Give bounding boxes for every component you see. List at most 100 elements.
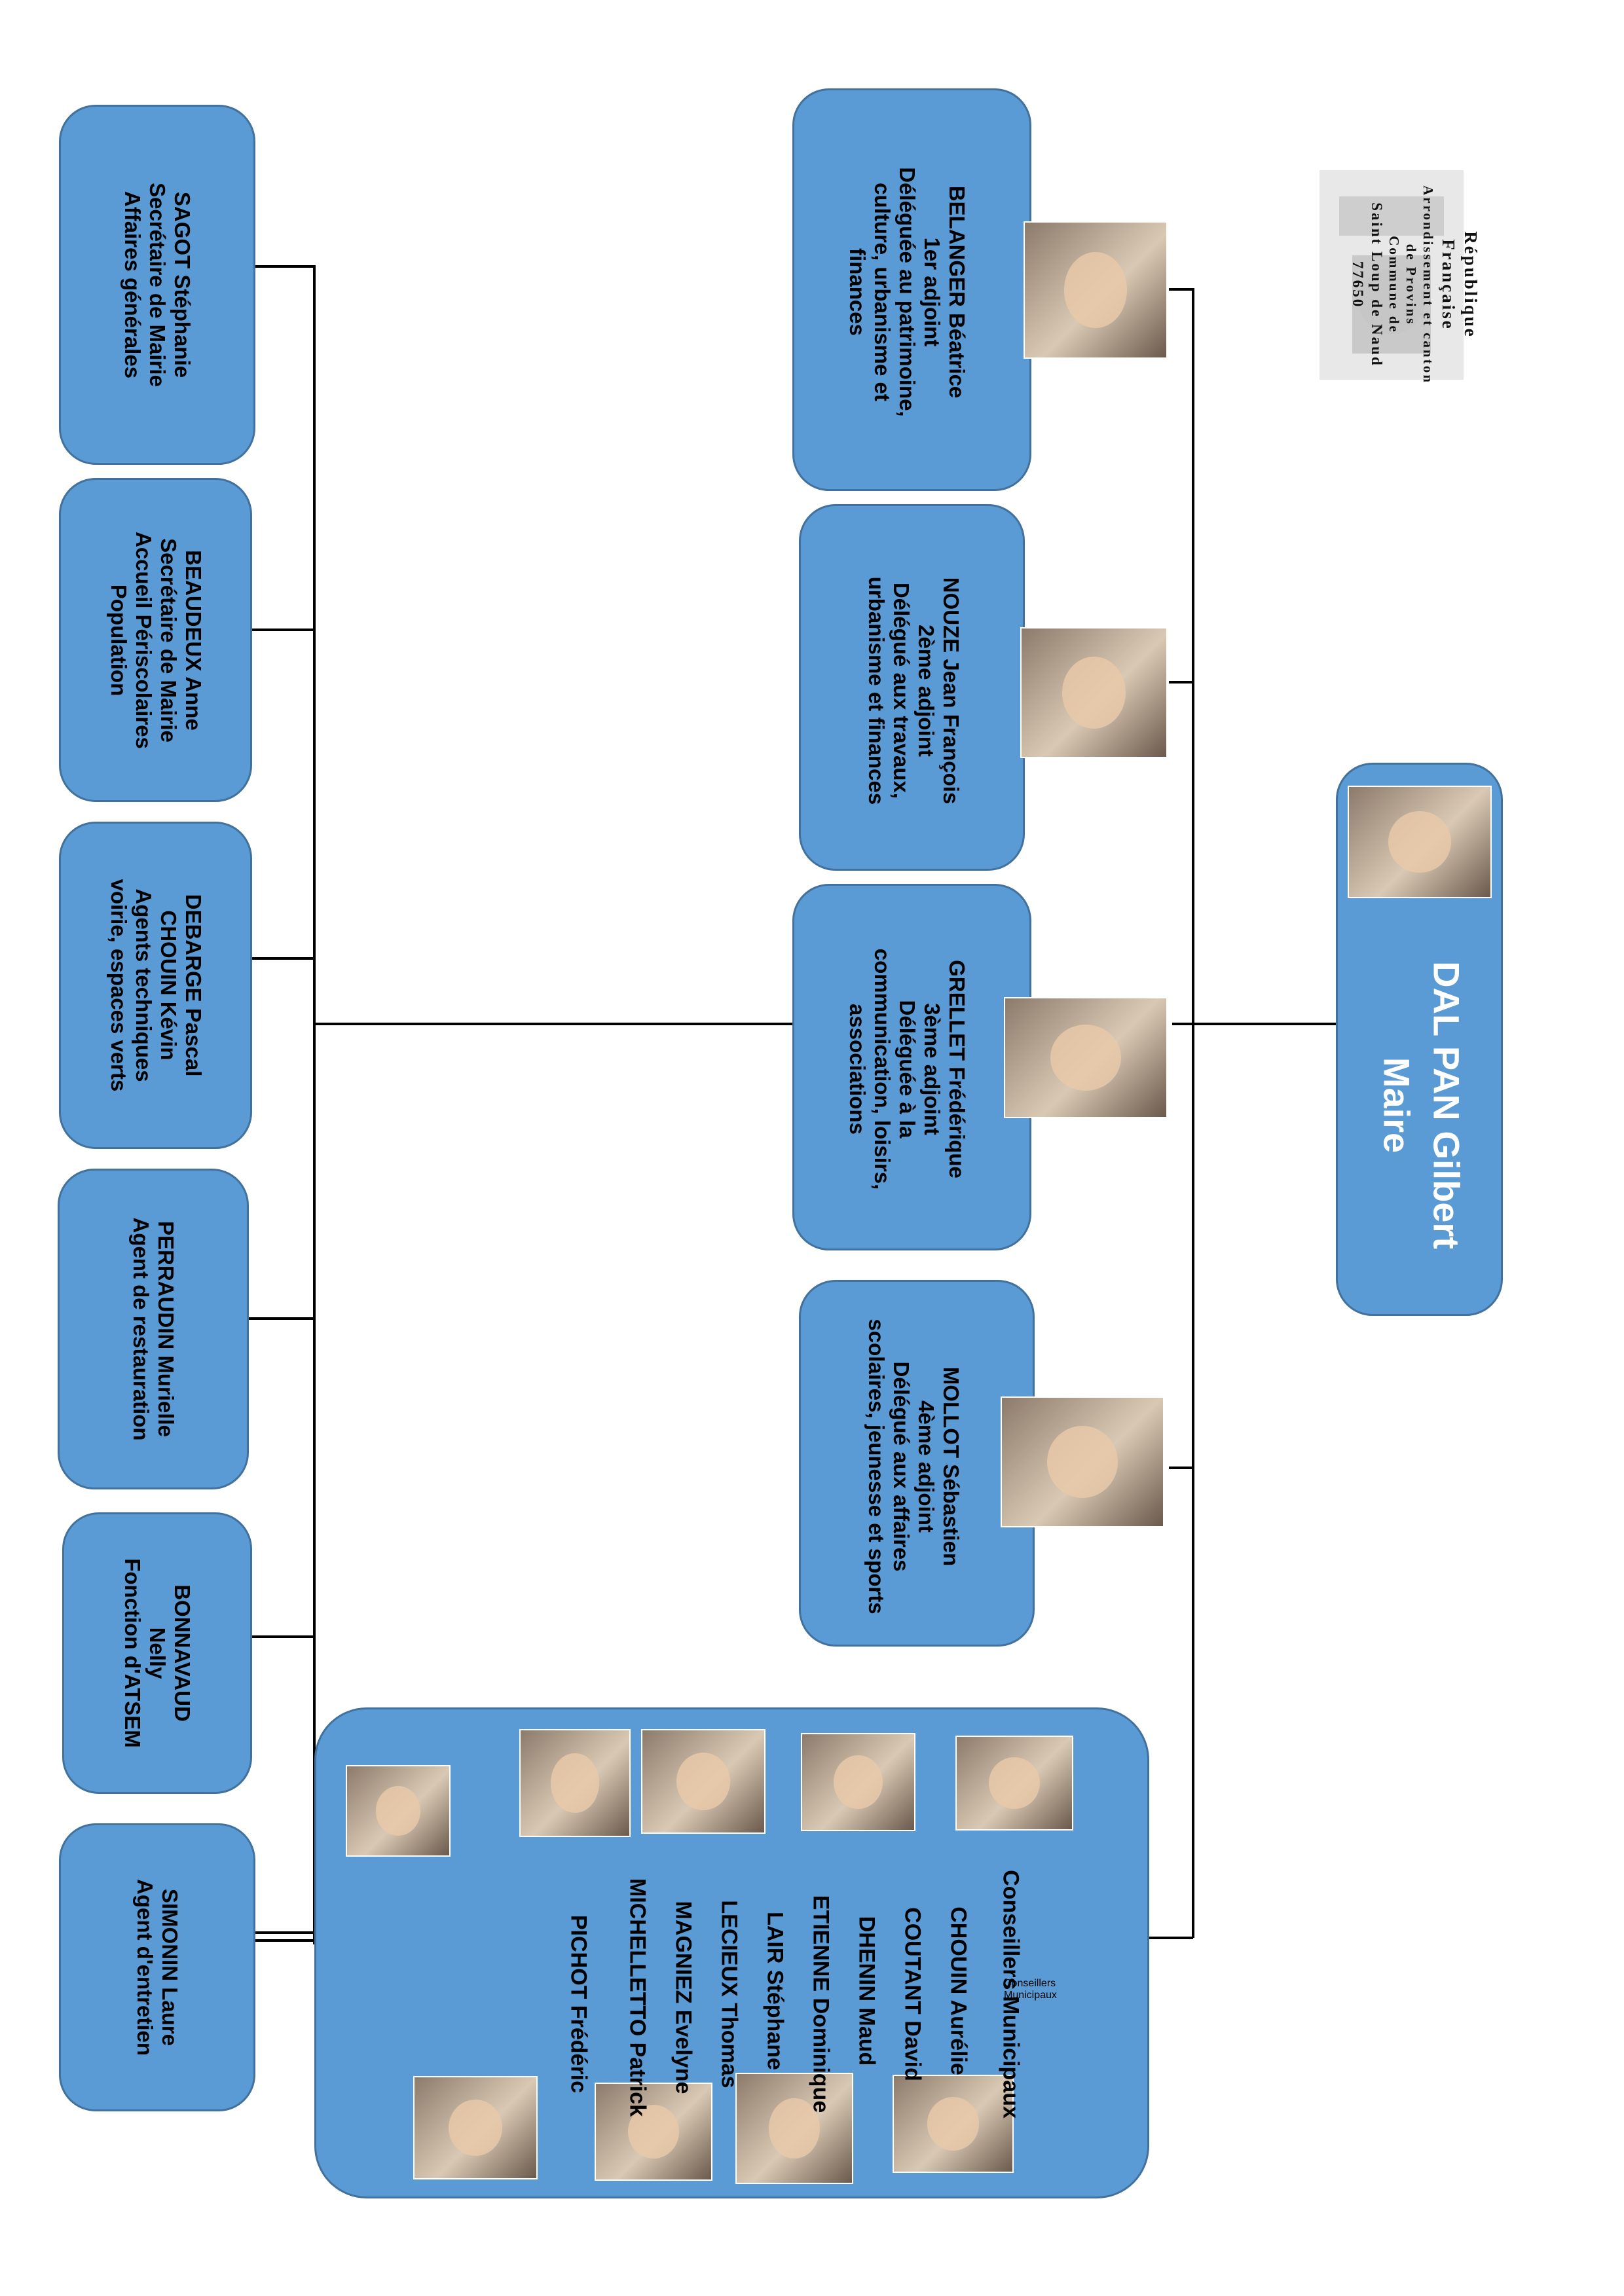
staff-line: Accueil Périscolaires — [131, 531, 156, 749]
staff-line: SIMONIN Laure — [157, 1888, 182, 2047]
deputy-connector — [1169, 288, 1193, 291]
deputy-role-line: scolaires, jeunesse et sports — [864, 1319, 889, 1614]
council-left-connector — [249, 1931, 318, 1934]
council-photo — [735, 2073, 853, 2184]
council-connector — [1143, 1937, 1193, 1939]
header-line: 77650 — [1349, 261, 1366, 309]
header-line: République — [1460, 231, 1481, 338]
deputy-name: GRELLET Frédérique — [944, 960, 969, 1178]
header-line: Commune de — [1386, 236, 1402, 334]
deputy-name: NOUZE Jean François — [938, 577, 963, 805]
council-photo — [641, 1729, 766, 1834]
staff-connector — [249, 1939, 314, 1942]
deputy-rank: 4ème adjoint — [913, 1400, 938, 1533]
staff-box: SIMONIN Laure Agent d'entretien — [59, 1823, 255, 2111]
deputy-role-line: Déléguée au patrimoine, — [895, 167, 919, 417]
header-block: République Française Arrondissement et c… — [1303, 131, 1526, 439]
council-member: LECIEUX Thomas — [716, 1900, 742, 2088]
commune-logo-icon — [1320, 170, 1464, 380]
deputy-photo — [1024, 221, 1168, 359]
council-photo — [893, 2075, 1014, 2173]
staff-box: PERRAUDIN Murielle Agent de restauration — [58, 1169, 249, 1489]
council-member: CHOUIN Aurélie — [946, 1906, 971, 2075]
deputy-role-line: Délégué aux affaires — [889, 1361, 913, 1572]
staff-box: BONNAVAUD Nelly Fonction d'ATSEM — [62, 1512, 252, 1794]
deputy-name: MOLLOT Sébastien — [938, 1366, 963, 1567]
deputy-rank: 2ème adjoint — [913, 625, 938, 757]
staff-connector — [216, 1317, 314, 1320]
deputy-role-line: urbanisme et finances — [864, 576, 889, 805]
mayor-connector — [1172, 1023, 1336, 1025]
commune-emblem — [1300, 157, 1483, 393]
council-member: LAIR Stéphane — [762, 1912, 788, 2070]
staff-connector — [232, 265, 314, 268]
council-photo — [413, 2076, 538, 2179]
deputy-rank: 3ème adjoint — [919, 1003, 944, 1135]
deputy-box: BELANGER Béatrice 1er adjoint Déléguée a… — [792, 88, 1168, 491]
header-line: Française — [1439, 239, 1459, 331]
staff-line: Agents techniques — [131, 888, 156, 1082]
staff-box: SAGOT Stéphanie Secrétaire de Mairie Aff… — [59, 105, 255, 465]
council-member: DHENIN Maud — [854, 1916, 879, 2066]
deputy-photo — [1001, 1396, 1164, 1527]
staff-line: SAGOT Stéphanie — [170, 191, 194, 378]
staff-box: DEBARGE Pascal CHOUIN Kévin Agents techn… — [59, 822, 252, 1149]
council-member: MICHELLETTO Patrick — [625, 1878, 650, 2117]
council-member: COUTANT David — [900, 1907, 925, 2081]
staff-box: BEAUDEUX Anne Secrétaire de Mairie Accue… — [59, 478, 252, 802]
council-member: MAGNIEZ Evelyne — [671, 1901, 696, 2094]
council-list: Conseillers Municipaux CHOUIN Aurélie CO… — [316, 1709, 1151, 2200]
header-line: Arrondissement et canton — [1420, 185, 1437, 384]
staff-line: Secrétaire de Mairie — [145, 183, 170, 387]
staff-line: Secrétaire de Mairie — [156, 538, 181, 742]
council-photo — [801, 1733, 915, 1831]
deputy-connector — [1169, 681, 1193, 683]
deputies-spine — [1192, 288, 1194, 1938]
staff-line: Nelly — [145, 1627, 170, 1679]
staff-line: CHOUIN Kévin — [156, 910, 181, 1061]
staff-line: Agent d'entretien — [133, 1878, 157, 2056]
council-photo — [519, 1729, 631, 1837]
deputy-photo — [1004, 997, 1168, 1118]
council-member: PICHOT Frédéric — [566, 1914, 591, 2094]
deputy-role-line: Délégué aux travaux, — [889, 582, 913, 799]
staff-line: Agent de restauration — [129, 1217, 153, 1441]
deputy-role-line: associations — [845, 1004, 870, 1135]
deputy-connector — [1169, 1467, 1193, 1469]
council-box: Conseillers Municipaux Conseillers Munic… — [314, 1707, 1149, 2198]
deputy-role-line: Déléguée à la — [895, 1000, 919, 1139]
staff-line: PERRAUDIN Murielle — [153, 1220, 178, 1438]
header-line: de Provins — [1403, 244, 1420, 326]
council-photo — [346, 1765, 451, 1857]
staff-line: Fonction d'ATSEM — [120, 1558, 145, 1748]
council-photo — [955, 1736, 1073, 1831]
deputy-name: BELANGER Béatrice — [944, 185, 969, 399]
deputy-role-line: finances — [845, 248, 870, 336]
staff-line: BEAUDEUX Anne — [181, 549, 206, 731]
deputy-photo — [1020, 627, 1168, 758]
staff-line: DEBARGE Pascal — [181, 894, 206, 1077]
deputy-box: GRELLET Frédérique 3ème adjoint Déléguée… — [792, 884, 1168, 1250]
council-photo — [595, 2083, 712, 2181]
deputy-box: NOUZE Jean François 2ème adjoint Délégué… — [799, 504, 1168, 871]
staff-connector — [229, 957, 314, 960]
mayor-photo — [1348, 786, 1492, 898]
deputy-role-line: communication, loisirs, — [870, 948, 895, 1190]
mayor-name: DAL PAN Gilbert — [1426, 961, 1467, 1249]
council-title-text: Conseillers Municipaux — [998, 1870, 1024, 2119]
staff-line: voirie, espaces verts — [106, 879, 131, 1092]
deputy-rank: 1er adjoint — [919, 237, 944, 347]
mayor-title: Maire — [1376, 1057, 1418, 1154]
staff-connector — [229, 1635, 314, 1638]
council-member: ETIENNE Dominique — [808, 1895, 834, 2113]
staff-main-connector — [314, 1023, 792, 1025]
staff-line: Population — [106, 584, 131, 696]
staff-connector — [229, 629, 314, 631]
staff-line: Affaires générales — [120, 191, 145, 379]
staff-line: BONNAVAUD — [170, 1584, 194, 1722]
deputy-role-line: culture, urbanisme et — [870, 183, 895, 401]
mayor-box: DAL PAN Gilbert Maire — [1336, 763, 1503, 1316]
staff-spine — [313, 265, 316, 1944]
deputy-box: MOLLOT Sébastien 4ème adjoint Délégué au… — [799, 1280, 1164, 1647]
header-line: Saint Loup de Naud — [1368, 202, 1385, 367]
